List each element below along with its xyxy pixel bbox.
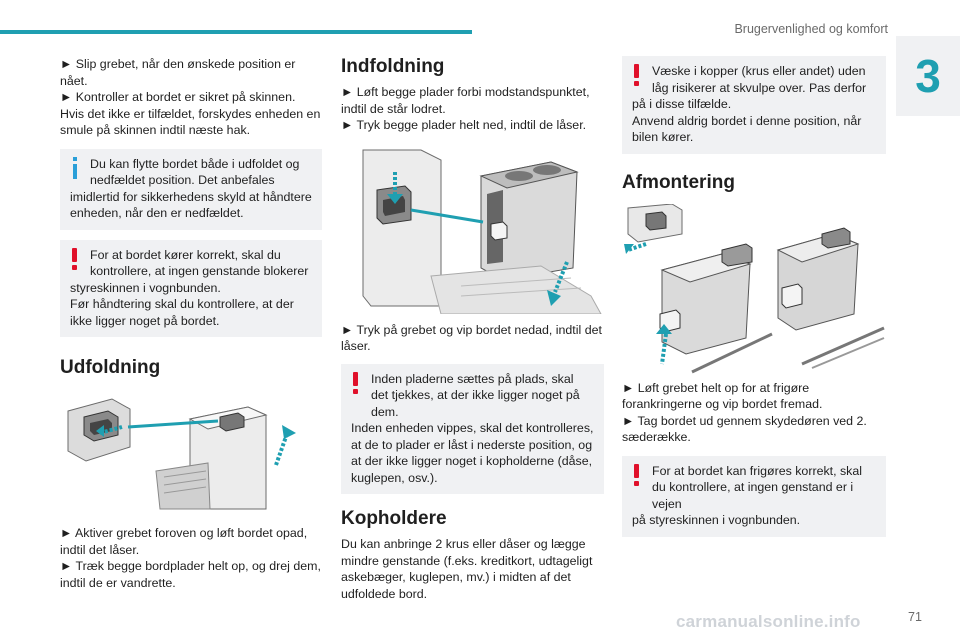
step-text: ► Slip grebet, når den ønskede position … — [60, 57, 296, 88]
warning-icon — [349, 371, 363, 394]
warning-icon — [630, 463, 644, 486]
warning-box: Væske i kopper (krus eller andet) uden l… — [622, 56, 886, 154]
heading-afmontering: Afmontering — [622, 171, 735, 193]
heading-udfoldning: Udfoldning — [60, 357, 161, 378]
warning-box: For at bordet kan frigøres korrekt, skal… — [622, 455, 886, 537]
header-accent-bar — [0, 30, 472, 34]
watermark: carmanualsonline.info — [676, 612, 861, 631]
step-text: ► Løft begge plader forbi modstandspunkt… — [341, 85, 590, 116]
step-text: ► Tryk begge plader helt ned, indtil de … — [341, 118, 587, 132]
illustration-fold — [341, 146, 604, 314]
illustration-unfold — [60, 391, 322, 511]
warning-text: på i disse tilfælde. — [632, 97, 732, 111]
info-icon — [68, 156, 82, 179]
warning-text: Før håndtering skal du kontrollere, at d… — [70, 297, 294, 328]
step-text: ► Kontroller at bordet er sikret på skin… — [60, 90, 321, 137]
heading-indfoldning: Indfoldning — [341, 56, 445, 77]
chapter-tab: 3 — [896, 36, 960, 116]
heading-kopholdere: Kopholdere — [341, 508, 447, 529]
info-text: imidlertid for sikkerhedens skyld at hån… — [70, 189, 312, 221]
section-title: Brugervenlighed og komfort — [734, 22, 888, 36]
body-text: Du kan anbringe 2 krus eller dåser og læ… — [341, 537, 593, 601]
warning-text: Anvend aldrig bordet i denne position, n… — [632, 113, 862, 145]
info-text: Du kan flytte bordet både i udfoldet og … — [90, 156, 300, 188]
warning-text: på styreskinnen i vognbunden. — [632, 513, 801, 527]
illustration-remove — [622, 203, 886, 374]
warning-text: Væske i kopper (krus eller andet) uden l… — [652, 64, 867, 95]
info-box: Du kan flytte bordet både i udfoldet og … — [60, 148, 322, 230]
chapter-number: 3 — [915, 50, 941, 102]
step-text: ► Træk begge bordplader helt op, og drej… — [60, 559, 321, 590]
warning-text: styreskinnen i vognbunden. — [70, 280, 221, 295]
step-text: ► Aktiver grebet foroven og løft bordet … — [60, 526, 308, 557]
warning-text: For at bordet kan frigøres korrekt, skal… — [652, 463, 863, 511]
column-2: Indfoldning ► Løft begge plader forbi mo… — [341, 56, 604, 602]
column-3: Væske i kopper (krus eller andet) uden l… — [622, 56, 886, 537]
warning-text: Inden enheden vippes, skal det kontrolle… — [351, 421, 594, 485]
warning-text: Inden pladerne sættes på plads, skal det… — [371, 371, 580, 419]
warning-text: For at bordet kører korrekt, skal du kon… — [90, 247, 309, 279]
warning-box: Inden pladerne sættes på plads, skal det… — [341, 363, 604, 494]
warning-box: For at bordet kører korrekt, skal du kon… — [60, 239, 322, 337]
page-number: 71 — [908, 610, 922, 624]
warning-icon — [68, 247, 82, 270]
column-1: ► Slip grebet, når den ønskede position … — [60, 56, 322, 591]
step-text: ► Løft grebet helt op for at frigøre for… — [622, 380, 823, 412]
warning-icon — [630, 64, 644, 86]
step-text: ► Tag bordet ud gennem skydedøren ved 2.… — [622, 413, 867, 445]
step-text: ► Tryk på grebet og vip bordet nedad, in… — [341, 322, 602, 354]
